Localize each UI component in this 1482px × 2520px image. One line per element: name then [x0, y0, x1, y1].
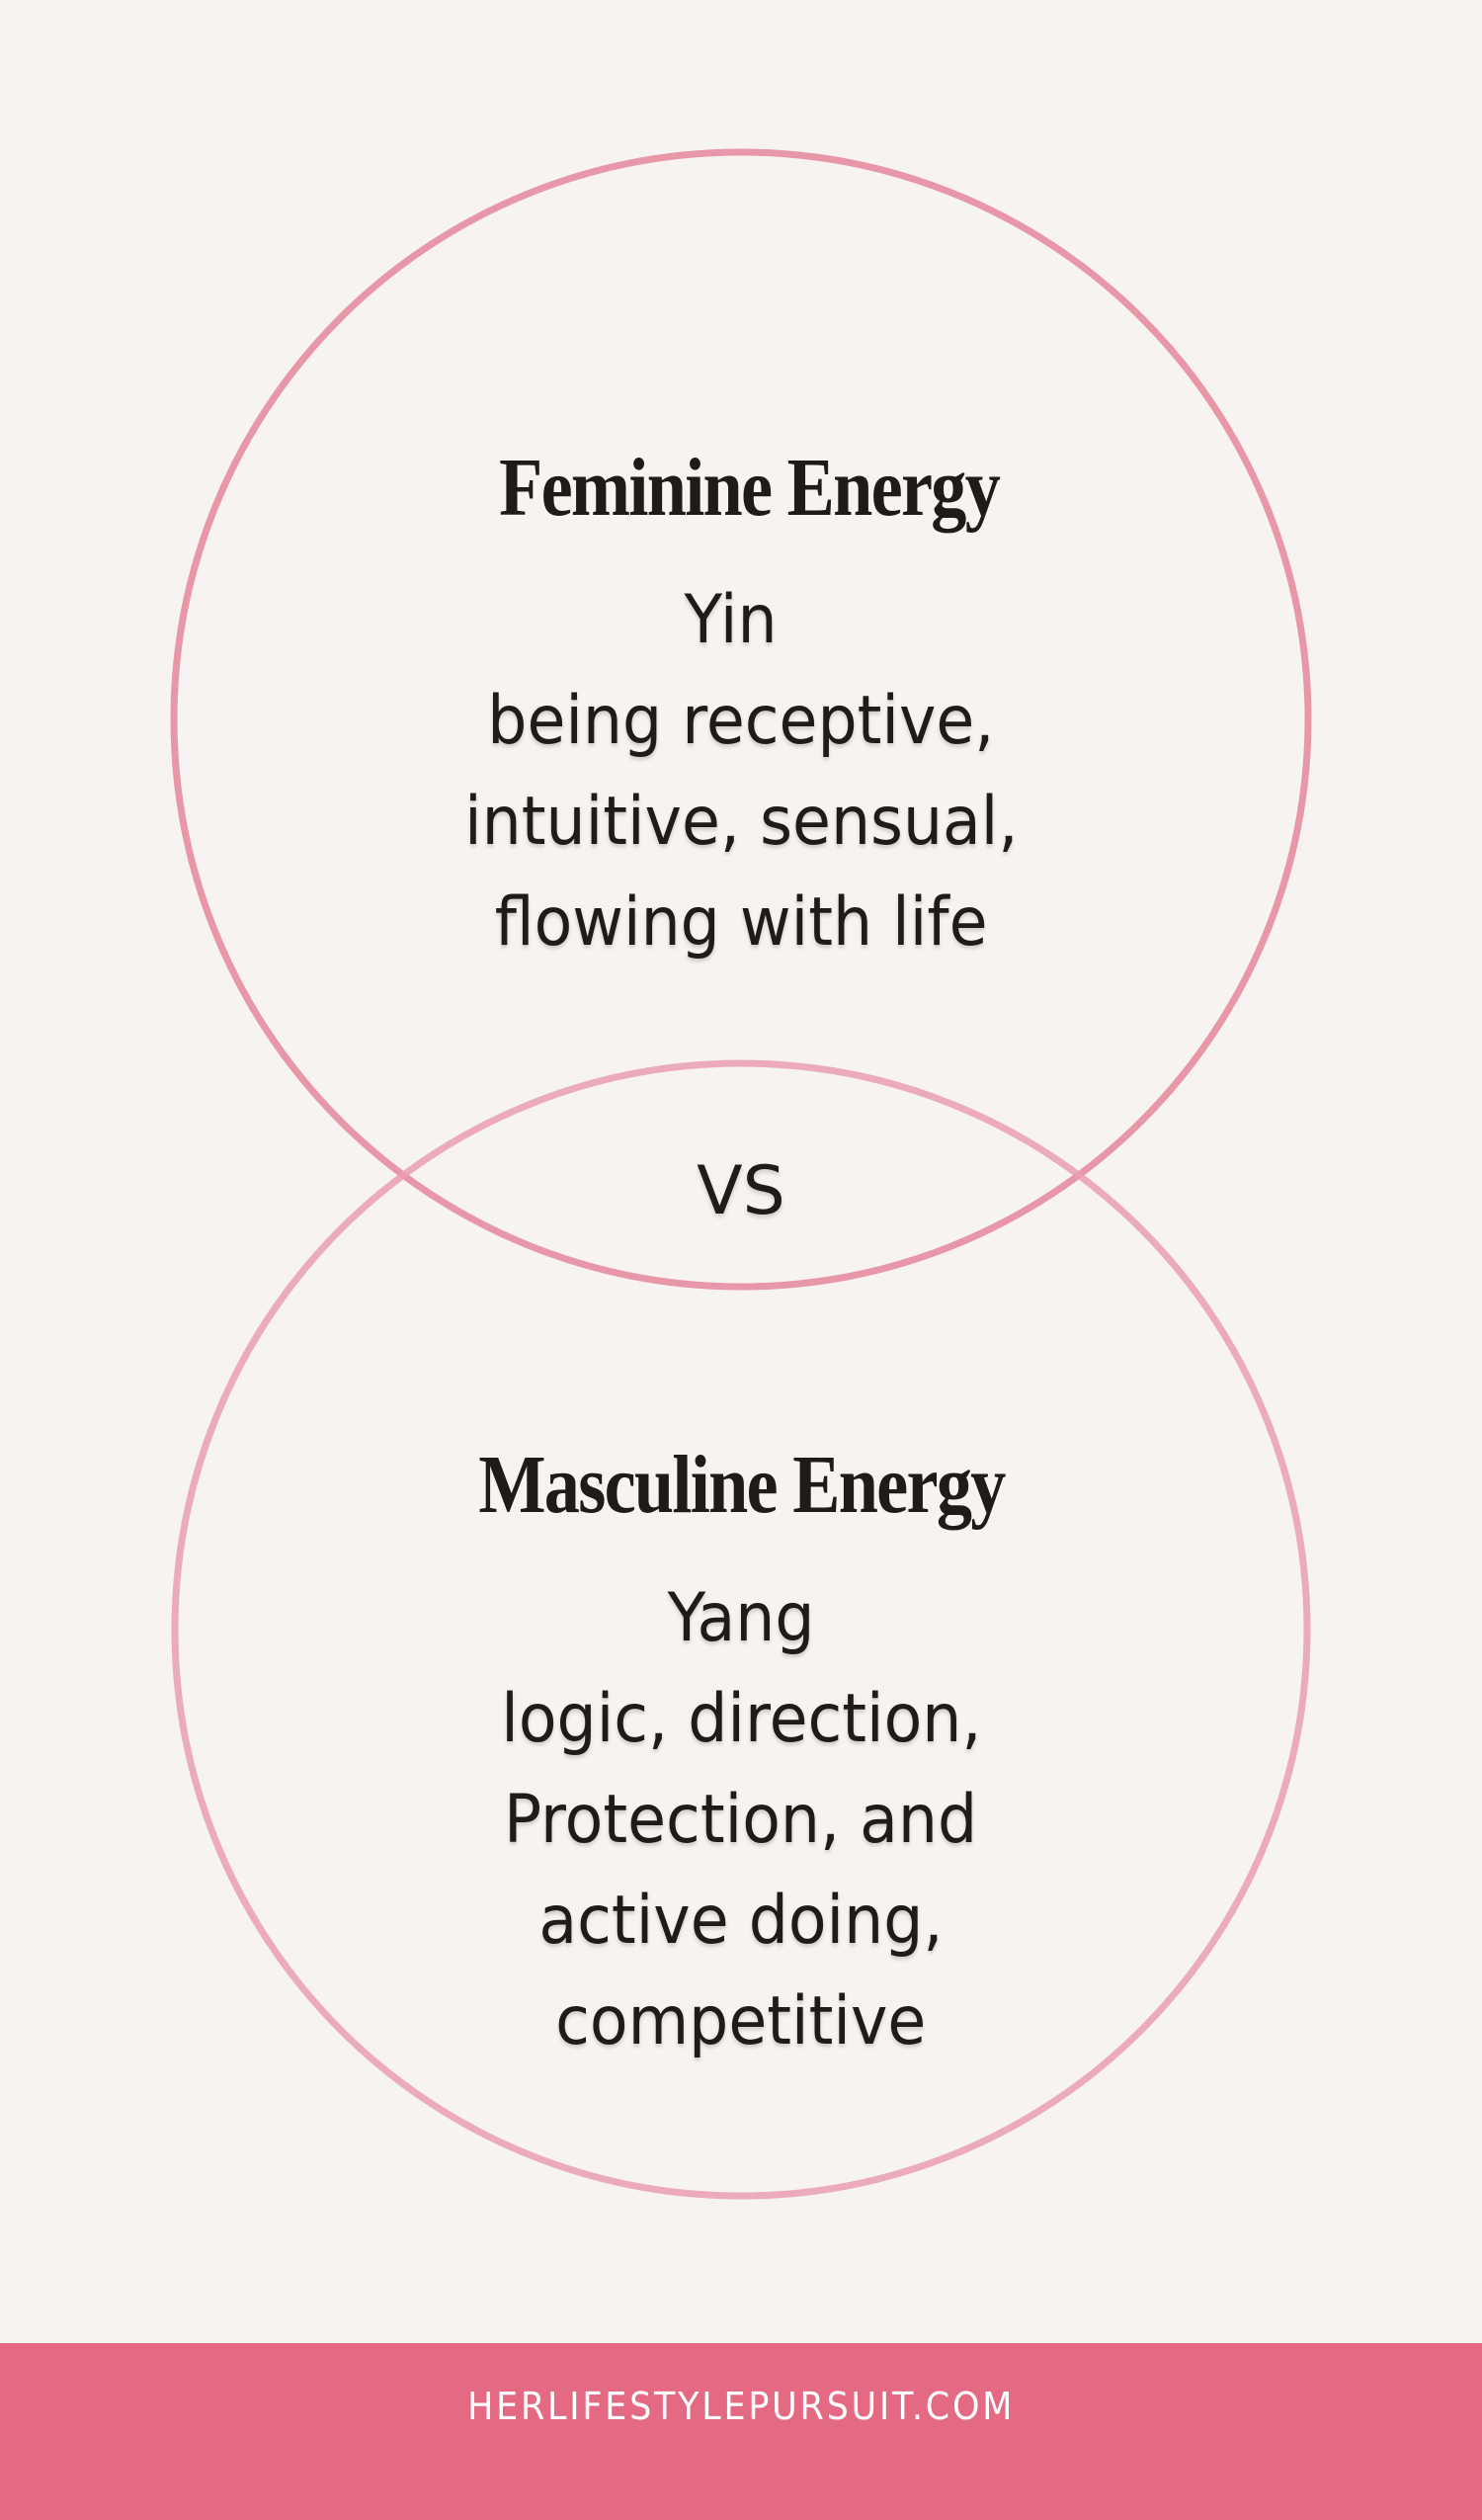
masculine-line: logic, direction,: [500, 1680, 982, 1758]
vs-label: VS: [697, 1152, 785, 1230]
feminine-description: Yin being receptive, intuitive, sensual,…: [0, 570, 1482, 973]
masculine-circle: [171, 1059, 1311, 2200]
feminine-line-yin: Yin: [684, 581, 779, 659]
masculine-line-yang: Yang: [667, 1579, 815, 1657]
feminine-line: flowing with life: [494, 883, 988, 962]
masculine-heading-text: Masculine Energy: [477, 1439, 1006, 1531]
feminine-heading-text: Feminine Energy: [499, 442, 1001, 534]
masculine-heading: Masculine Energy: [0, 1444, 1482, 1527]
website-link[interactable]: HERLIFESTYLEPURSUIT.COM: [0, 2385, 1482, 2428]
venn-circles: [170, 148, 1312, 2200]
masculine-line: competitive: [555, 1982, 927, 2060]
feminine-line: intuitive, sensual,: [463, 783, 1019, 861]
feminine-line: being receptive,: [487, 682, 995, 760]
website-text: HERLIFESTYLEPURSUIT.COM: [466, 2385, 1016, 2428]
venn-diagram: [170, 148, 1312, 2200]
masculine-line: Protection, and: [504, 1781, 978, 1859]
masculine-description: Yang logic, direction, Protection, and a…: [0, 1568, 1482, 2072]
footer-bar: HERLIFESTYLEPURSUIT.COM: [0, 2343, 1482, 2520]
masculine-line: active doing,: [538, 1882, 944, 1960]
feminine-heading: Feminine Energy: [0, 447, 1482, 530]
feminine-circle: [170, 148, 1312, 1291]
